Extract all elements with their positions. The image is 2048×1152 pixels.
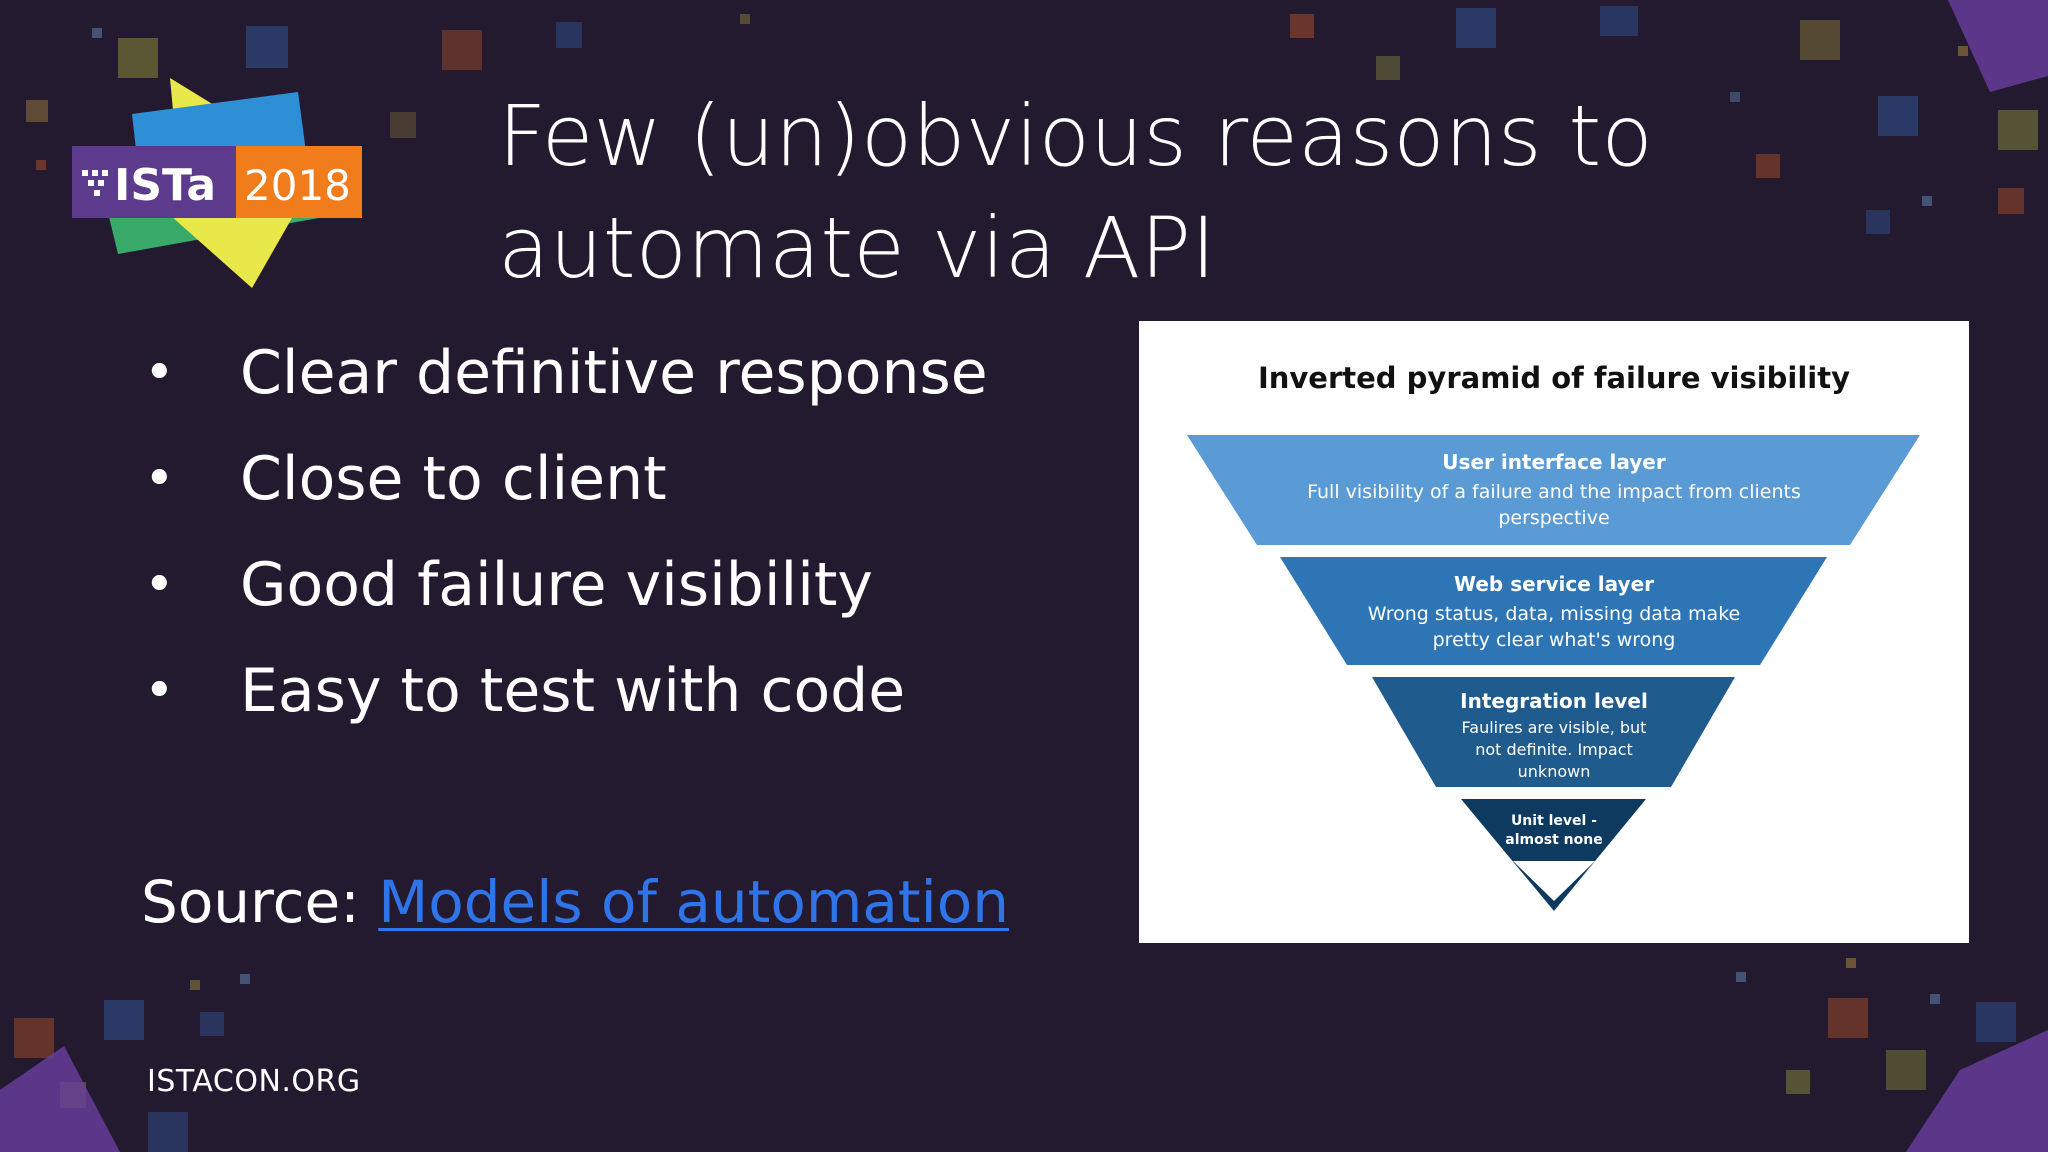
bullet-dot-icon: • <box>144 661 175 721</box>
pyramid-layer-web-service <box>1280 557 1827 665</box>
layer-heading: Web service layer <box>1454 572 1654 596</box>
source-line: Source: Models of automation <box>141 862 1009 942</box>
layer-text: pretty clear what's wrong <box>1433 629 1676 651</box>
layer-text: Faulires are visible, but <box>1462 718 1647 737</box>
bullet-text: Close to client <box>240 444 667 514</box>
bullet-item: • Close to client <box>140 426 1080 532</box>
ista-2018-logo: ISTa 2018 <box>72 78 362 288</box>
layer-text: unknown <box>1518 762 1591 781</box>
bullet-item: • Good failure visibility <box>140 532 1080 638</box>
bullet-dot-icon: • <box>144 555 175 615</box>
layer-text: Wrong status, data, missing data make <box>1368 603 1740 625</box>
pyramid-diagram: Inverted pyramid of failure visibility U… <box>1187 361 1920 911</box>
layer-text: almost none <box>1505 832 1602 848</box>
models-of-automation-link[interactable]: Models of automation <box>378 868 1009 936</box>
pyramid-layer-integration <box>1372 677 1735 787</box>
bullet-dot-icon: • <box>144 343 175 403</box>
bullet-item: • Easy to test with code <box>140 638 1080 744</box>
layer-text: perspective <box>1498 507 1609 529</box>
bullet-text: Clear definitive response <box>240 338 988 408</box>
bullet-text: Easy to test with code <box>240 656 906 726</box>
logo-year-text: 2018 <box>244 161 351 210</box>
pyramid-tip <box>1513 861 1595 901</box>
bullet-list: • Clear definitive response • Close to cli… <box>140 320 1080 744</box>
layer-heading: Integration level <box>1460 689 1648 713</box>
layer-text: Full visibility of a failure and the imp… <box>1307 481 1801 503</box>
layer-heading: Unit level - <box>1511 813 1597 829</box>
bullet-text: Good failure visibility <box>240 550 873 620</box>
pyramid-layer-ui <box>1187 435 1920 545</box>
pyramid-layer-unit <box>1461 799 1646 911</box>
footer-site: ISTACON.ORG <box>147 1064 361 1099</box>
logo-arrow-icon <box>82 170 108 196</box>
logo-brand-text: ISTa <box>114 160 216 211</box>
source-prefix: Source: <box>141 868 360 936</box>
slide-title: Few (un)obvious reasons to automate via … <box>498 87 1653 297</box>
layer-text: not definite. Impact <box>1475 740 1633 759</box>
bullet-item: • Clear definitive response <box>140 320 1080 426</box>
figure-title: Inverted pyramid of failure visibility <box>1258 361 1850 395</box>
pyramid-figure: Inverted pyramid of failure visibility U… <box>1139 321 1969 943</box>
layer-heading: User interface layer <box>1442 450 1666 474</box>
bullet-dot-icon: • <box>144 449 175 509</box>
